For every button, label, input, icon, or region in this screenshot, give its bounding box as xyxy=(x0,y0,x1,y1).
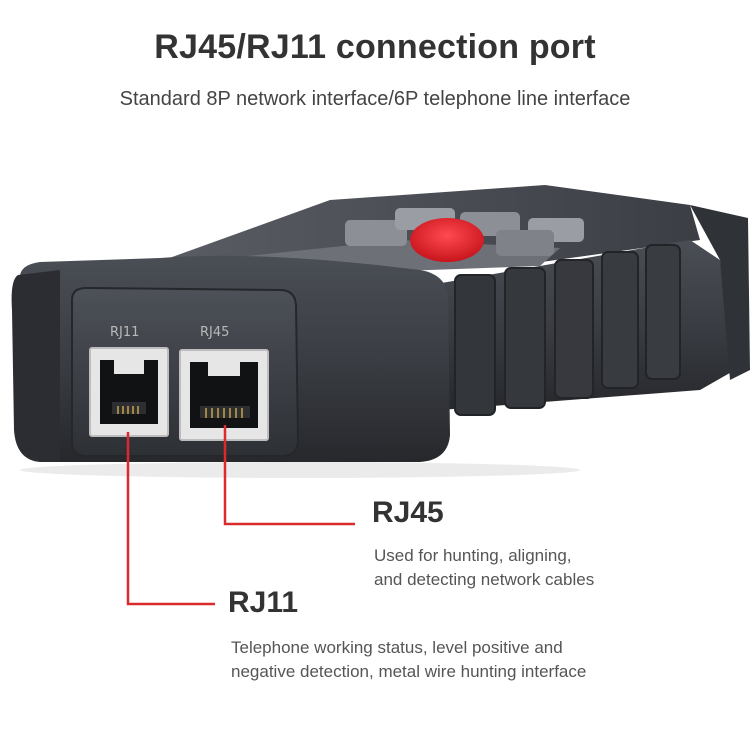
device-left-shoulder xyxy=(11,270,61,462)
tester-device-image: RJ11 RJ45 xyxy=(11,185,750,478)
grip-ribs xyxy=(430,205,750,416)
rj45-port xyxy=(179,349,269,441)
keypad-button xyxy=(496,230,554,256)
rj11-callout-description: Telephone working status, level positive… xyxy=(231,638,587,681)
rj11-port xyxy=(89,347,169,437)
power-button xyxy=(410,218,484,262)
keypad xyxy=(345,208,584,262)
rj45-callout-description: Used for hunting, aligning, and detectin… xyxy=(374,546,595,589)
page-title: RJ45/RJ11 connection port xyxy=(154,28,596,66)
rj45-callout-title: RJ45 xyxy=(372,496,444,529)
keypad-button xyxy=(345,220,407,246)
rj11-port-label: RJ11 xyxy=(110,325,139,340)
rj11-callout-title: RJ11 xyxy=(228,586,299,619)
rj45-port-label: RJ45 xyxy=(200,325,229,340)
page-subtitle: Standard 8P network interface/6P telepho… xyxy=(119,88,631,110)
